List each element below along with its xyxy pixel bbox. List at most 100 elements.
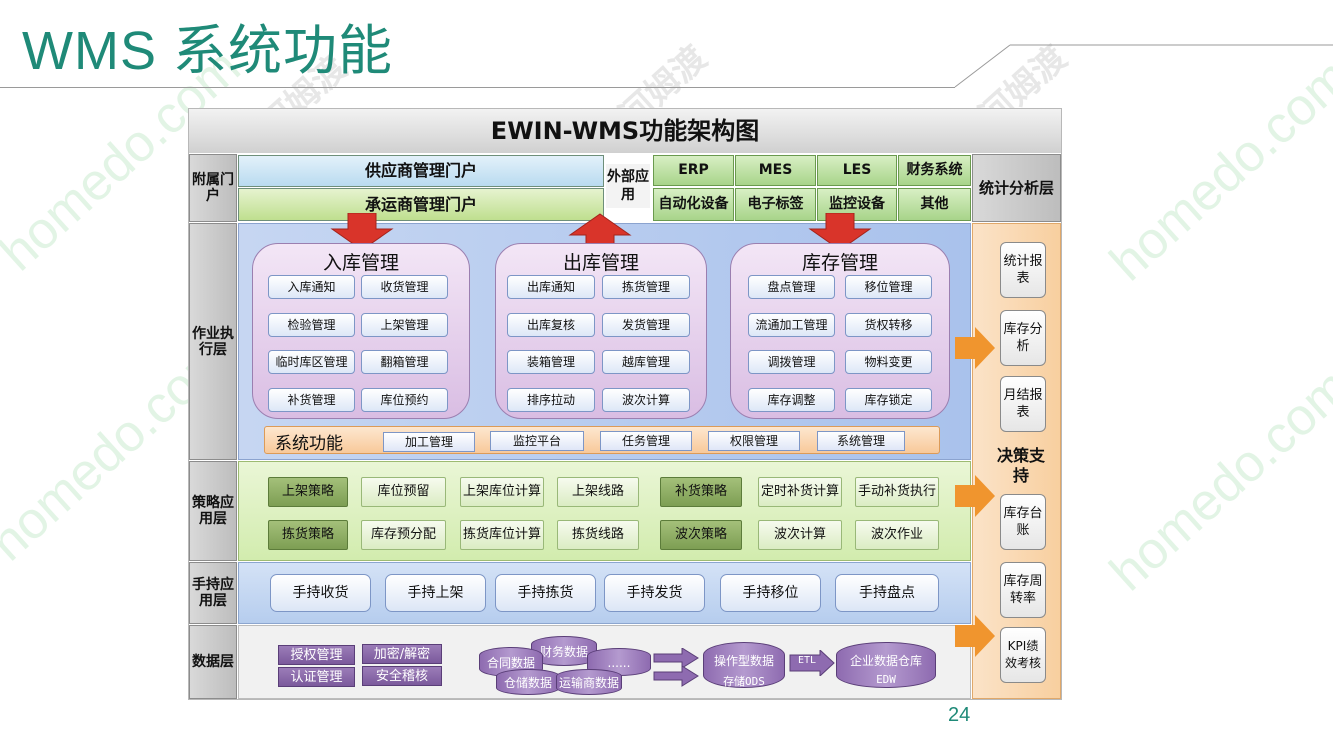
strategy-putaway-route: 上架线路 bbox=[557, 477, 639, 507]
db-finance-icon: 财务数据 bbox=[531, 636, 597, 666]
edw-label-1: 企业数据仓库 bbox=[849, 654, 922, 668]
etl-label: ETL bbox=[798, 655, 817, 666]
data-authentication: 认证管理 bbox=[278, 667, 355, 687]
ext-les: LES bbox=[817, 155, 897, 186]
module-shipping: 发货管理 bbox=[602, 313, 690, 337]
data-encryption: 加密/解密 bbox=[362, 644, 442, 664]
handheld-receive: 手持收货 bbox=[270, 574, 371, 612]
module-material-change: 物料变更 bbox=[845, 350, 932, 374]
module-relocation: 移位管理 bbox=[845, 275, 932, 299]
module-outbound-recheck: 出库复核 bbox=[507, 313, 595, 337]
module-putaway: 上架管理 bbox=[361, 313, 448, 337]
inventory-title: 库存管理 bbox=[801, 252, 878, 274]
sys-processing: 加工管理 bbox=[383, 432, 475, 452]
watermark-text: homedo.com bbox=[1099, 357, 1333, 603]
title-underline-swoosh bbox=[954, 44, 1333, 88]
module-temp-area: 临时库区管理 bbox=[268, 350, 355, 374]
strategy-picking: 拣货策略 bbox=[268, 520, 348, 550]
ext-other: 其他 bbox=[898, 188, 971, 221]
supplier-portal: 供应商管理门户 bbox=[238, 155, 604, 187]
ext-mes: MES bbox=[735, 155, 816, 186]
ext-automation: 自动化设备 bbox=[653, 188, 734, 221]
db-carrier-icon: 运输商数据 bbox=[556, 669, 622, 695]
sys-monitor-platform: 监控平台 bbox=[490, 431, 584, 451]
db-ods-icon: 操作型数据 存储ODS bbox=[703, 642, 785, 688]
strategy-wave-operation: 波次作业 bbox=[855, 520, 939, 550]
strategy-wave: 波次策略 bbox=[660, 520, 742, 550]
system-functions-label: 系统功能 bbox=[275, 434, 343, 454]
db-warehouse-icon: 仓储数据 bbox=[496, 669, 560, 695]
stock-analysis: 库存分析 bbox=[1000, 310, 1046, 366]
row-label-handheld: 手持应用层 bbox=[189, 562, 237, 624]
stock-turnover: 库存周转率 bbox=[1000, 562, 1046, 618]
module-stocktake: 盘点管理 bbox=[748, 275, 835, 299]
strategy-putaway: 上架策略 bbox=[268, 477, 348, 507]
kpi-assessment: KPI绩效考核 bbox=[1000, 627, 1046, 683]
strategy-picking-route: 拣货线路 bbox=[557, 520, 639, 550]
right-arrow-icon bbox=[955, 615, 995, 657]
page-number: 24 bbox=[948, 704, 971, 726]
handheld-relocation: 手持移位 bbox=[720, 574, 821, 612]
row-label-exec: 作业执行层 bbox=[189, 223, 237, 460]
down-arrow-icon bbox=[808, 213, 872, 251]
double-arrow-icon bbox=[653, 648, 699, 687]
data-security-audit: 安全稽核 bbox=[362, 666, 442, 686]
diagram-title: EWIN-WMS功能架构图 bbox=[189, 109, 1061, 153]
module-stock-adjust: 库存调整 bbox=[748, 388, 835, 412]
row-label-data: 数据层 bbox=[189, 625, 237, 699]
module-packing: 装箱管理 bbox=[507, 350, 595, 374]
down-arrow-icon bbox=[330, 213, 394, 251]
handheld-picking: 手持拣货 bbox=[495, 574, 596, 612]
module-allocation: 调拨管理 bbox=[748, 350, 835, 374]
strategy-putaway-location-calc: 上架库位计算 bbox=[460, 477, 544, 507]
module-receiving: 收货管理 bbox=[361, 275, 448, 299]
stats-zone bbox=[972, 223, 1061, 699]
row-label-strategy: 策略应用层 bbox=[189, 461, 237, 561]
module-ownership-transfer: 货权转移 bbox=[845, 313, 932, 337]
module-sequence-pull: 排序拉动 bbox=[507, 388, 595, 412]
ods-label-1: 操作型数据 bbox=[713, 654, 774, 668]
outbound-title: 出库管理 bbox=[562, 252, 639, 274]
module-outbound-notice: 出库通知 bbox=[507, 275, 595, 299]
handheld-stocktake: 手持盘点 bbox=[835, 574, 939, 612]
module-replenish: 补货管理 bbox=[268, 388, 355, 412]
ods-label-2: 存储ODS bbox=[723, 675, 765, 688]
monthly-report: 月结报表 bbox=[1000, 376, 1046, 432]
right-arrow-icon bbox=[955, 327, 995, 369]
handheld-shipping: 手持发货 bbox=[604, 574, 705, 612]
external-apps-label: 外部应用 bbox=[606, 164, 650, 208]
sys-task-management: 任务管理 bbox=[600, 431, 692, 451]
stats-report: 统计报表 bbox=[1000, 242, 1046, 298]
module-location-reserve: 库位预约 bbox=[361, 388, 448, 412]
module-box-flip: 翻箱管理 bbox=[361, 350, 448, 374]
row-label-stats: 统计分析层 bbox=[972, 154, 1061, 222]
decision-support-label: 决策支持 bbox=[996, 446, 1045, 485]
module-wave-calc: 波次计算 bbox=[602, 388, 690, 412]
strategy-pre-allocation: 库存预分配 bbox=[361, 520, 446, 550]
right-arrow-icon bbox=[955, 475, 995, 517]
data-authorization: 授权管理 bbox=[278, 645, 355, 665]
ext-finance: 财务系统 bbox=[898, 155, 971, 186]
ext-erp: ERP bbox=[653, 155, 734, 186]
db-edw-icon: 企业数据仓库 EDW bbox=[836, 642, 936, 688]
slide-title: WMS 系统功能 bbox=[22, 21, 393, 81]
title-underline bbox=[0, 87, 955, 88]
module-processing: 流通加工管理 bbox=[748, 313, 835, 337]
sys-permission: 权限管理 bbox=[708, 431, 800, 451]
strategy-replenish: 补货策略 bbox=[660, 477, 742, 507]
sys-system-management: 系统管理 bbox=[817, 431, 905, 451]
strategy-manual-replenish: 手动补货执行 bbox=[855, 477, 939, 507]
carrier-portal: 承运商管理门户 bbox=[238, 188, 604, 221]
stock-ledger: 库存台账 bbox=[1000, 494, 1046, 550]
module-inspection: 检验管理 bbox=[268, 313, 355, 337]
module-inbound-notice: 入库通知 bbox=[268, 275, 355, 299]
edw-label-2: EDW bbox=[876, 673, 896, 686]
etl-arrow-icon bbox=[789, 650, 835, 676]
ext-e-label: 电子标签 bbox=[735, 188, 816, 221]
strategy-scheduled-replenish: 定时补货计算 bbox=[758, 477, 842, 507]
row-label-portal: 附属门户 bbox=[189, 154, 237, 222]
strategy-wave-calc: 波次计算 bbox=[758, 520, 842, 550]
inbound-title: 入库管理 bbox=[322, 252, 399, 274]
module-crossdock: 越库管理 bbox=[602, 350, 690, 374]
module-stock-lock: 库存锁定 bbox=[845, 388, 932, 412]
